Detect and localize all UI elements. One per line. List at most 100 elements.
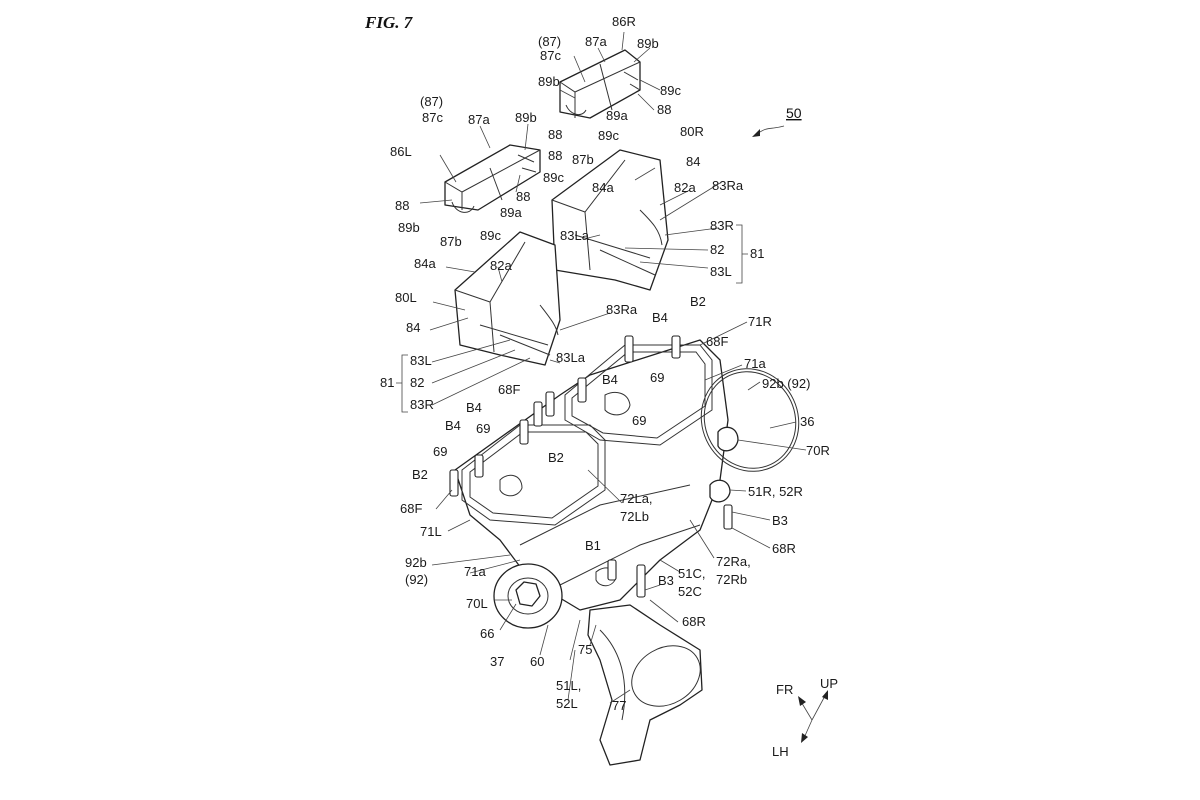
bracket-81-left [396,355,408,412]
label-83R-l: 83R [410,397,434,412]
label-51C: 51C, [678,566,705,581]
label-86L: 86L [390,144,412,159]
label-89c-l1: 89c [543,170,564,185]
label-89c-r2: 89c [598,128,619,143]
label-B4-4: B4 [445,418,461,433]
label-71a-2: 71a [464,564,486,579]
label-83La-r: 83La [560,228,590,243]
direction-indicator [798,690,828,743]
label-36: 36 [800,414,814,429]
label-66: 66 [480,626,494,641]
label-89a-r: 89a [606,108,628,123]
direction-lh: LH [772,744,789,759]
label-83La-l: 83La [556,350,586,365]
label-84a-r: 84a [592,180,614,195]
label-92b92-r: 92b (92) [762,376,810,391]
bracket-81-right [736,225,748,283]
label-69-1: 69 [650,370,664,385]
label-82a-r: 82a [674,180,696,195]
label-37: 37 [490,654,504,669]
label-87a-r: 87a [585,34,607,49]
exhaust-port-51R [710,480,730,502]
label-87a-l: 87a [468,112,490,127]
label-71R: 71R [748,314,772,329]
cover-86R [560,50,640,118]
label-68F-3: 68F [400,501,422,516]
label-B1: B1 [585,538,601,553]
label-52L: 52L [556,696,578,711]
label-89b-l1: 89b [515,110,537,125]
label-B4-3: B4 [466,400,482,415]
label-87c-l: 87c [422,110,443,125]
label-81-l: 81 [380,375,394,390]
label-92-l: (92) [405,572,428,587]
label-B2-2: B2 [548,450,564,465]
label-89c-r1: 89c [660,83,681,98]
label-B4-1: B4 [652,310,668,325]
label-B4-2: B4 [602,372,618,387]
label-72Ra: 72Ra, [716,554,751,569]
label-B2-3: B2 [412,467,428,482]
label-75: 75 [578,642,592,657]
label-69-4: 69 [433,444,447,459]
label-B3-2: B3 [658,573,674,588]
label-87p-l: (87) [420,94,443,109]
label-83L-l: 83L [410,353,432,368]
label-83R-r: 83R [710,218,734,233]
label-82-l: 82 [410,375,424,390]
label-84-l: 84 [406,320,420,335]
direction-fr: FR [776,682,793,697]
label-68F-2: 68F [498,382,520,397]
label-88-r1: 88 [657,102,671,117]
label-87b-l: 87b [440,234,462,249]
label-69-3: 69 [476,421,490,436]
label-82-r: 82 [710,242,724,257]
label-80L: 80L [395,290,417,305]
label-68R-2: 68R [682,614,706,629]
label-72La: 72La, [620,491,653,506]
exhaust-port-70R [718,427,738,450]
label-52C: 52C [678,584,702,599]
reference-arrow [757,126,784,134]
label-80R: 80R [680,124,704,139]
label-70R: 70R [806,443,830,458]
label-72Lb: 72Lb [620,509,649,524]
label-71L: 71L [420,524,442,539]
reference-arrowhead [752,129,760,137]
heat-shield-80L [455,232,560,365]
label-B2-1: B2 [690,294,706,309]
label-86R: 86R [612,14,636,29]
label-69-2: 69 [632,413,646,428]
label-51L: 51L, [556,678,581,693]
label-89c-l2: 89c [480,228,501,243]
label-87p-r: (87) [538,34,561,49]
label-89b-r2: 89b [538,74,560,89]
direction-up: UP [820,676,838,691]
label-83L-r: 83L [710,264,732,279]
assembly-reference-number: 50 [786,105,802,121]
label-89b-l2: 89b [398,220,420,235]
label-81-r: 81 [750,246,764,261]
label-68R-1: 68R [772,541,796,556]
label-88-r2: 88 [548,127,562,142]
label-71a-1: 71a [744,356,766,371]
label-77: 77 [612,698,626,713]
label-89b-r1: 89b [637,36,659,51]
label-88-l2: 88 [516,189,530,204]
label-83Ra-l: 83Ra [606,302,638,317]
label-51R52R: 51R, 52R [748,484,803,499]
label-82a-l: 82a [490,258,512,273]
label-84a-l: 84a [414,256,436,271]
label-60: 60 [530,654,544,669]
label-87b-r: 87b [572,152,594,167]
label-89a-l: 89a [500,205,522,220]
label-84-r: 84 [686,154,700,169]
exhaust-pipe-77 [588,605,711,765]
label-68F-1: 68F [706,334,728,349]
label-92b-l: 92b [405,555,427,570]
label-72Rb: 72Rb [716,572,747,587]
label-83Ra-r: 83Ra [712,178,744,193]
label-B3-1: B3 [772,513,788,528]
label-88-l3: 88 [395,198,409,213]
